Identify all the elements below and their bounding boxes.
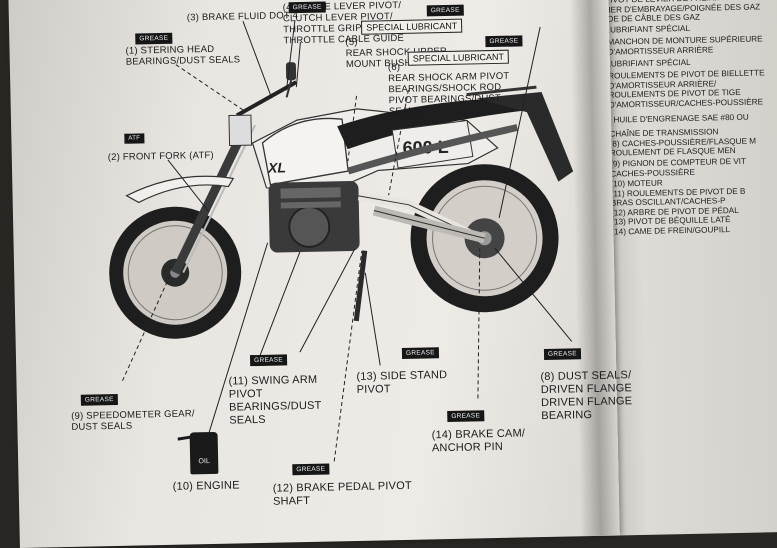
oil-label: OIL (198, 458, 210, 466)
seat (337, 97, 537, 150)
grease-icon: GREASE (292, 463, 330, 476)
oil-can-icon: OIL (177, 431, 219, 475)
special-lubricant-box-5: SPECIAL LUBRICANT (360, 18, 463, 35)
handlebar (235, 80, 298, 118)
caption-brake-cam: (14) BRAKE CAM/ ANCHOR PIN (431, 427, 526, 455)
grease-icon: GREASE (288, 1, 326, 14)
grease-icon: GREASE (485, 35, 523, 48)
caption-rear-shock-arm: (6) REAR SHOCK ARM PIVOT BEARINGS/SHOCK … (387, 61, 510, 118)
headlight-cowl (228, 114, 253, 147)
leader-lines (122, 64, 481, 462)
fuel-tank (261, 117, 349, 186)
caption-speedometer: (9) SPEEDOMETER GEAR/ DUST SEALS (71, 408, 195, 433)
front-fork (171, 121, 252, 275)
caption-engine: (10) ENGINE (172, 479, 240, 493)
caption-side-stand: (13) SIDE STAND PIVOT (356, 369, 448, 396)
side-stand (353, 250, 368, 322)
motorcycle-illustration: 600 L XL (109, 20, 574, 462)
grease-icon: GREASE (249, 354, 288, 367)
mirror (285, 62, 297, 81)
caption-brake-fluid: (3) BRAKE FLUID DOT 4 (186, 10, 299, 24)
caption-swing-arm: (11) SWING ARM PIVOT BEARINGS/DUST SEALS (228, 373, 322, 427)
rear-fender (476, 91, 574, 182)
caption-brake-pedal: (12) BRAKE PEDAL PIVOT SHAFT (272, 479, 412, 508)
grease-icon: GREASE (426, 4, 464, 17)
solid-leader-lines (167, 20, 573, 435)
grease-icon: GREASE (543, 348, 582, 361)
special-lubricant-box-6: SPECIAL LUBRICANT (407, 49, 510, 66)
grease-icon: GREASE (135, 32, 173, 45)
atf-icon: ATF (124, 133, 145, 144)
front-fender (125, 175, 235, 204)
manual-photo: (4) PIVOT DE LEVIER DE FREIN/PIVOT DE LE… (8, 0, 777, 548)
exhaust (347, 124, 519, 175)
grease-icon: GREASE (80, 393, 118, 406)
grease-icon: GREASE (447, 410, 485, 423)
grease-icon: GREASE (401, 347, 439, 359)
caption-front-fork: (2) FRONT FORK (ATF) (107, 149, 214, 164)
caption-steering-head: (1) STERING HEAD BEARINGS/DUST SEALS (125, 43, 241, 68)
tank-text: XL (267, 159, 286, 175)
caption-dust-seals-driven: (8) DUST SEALS/ DRIVEN FLANGE DRIVEN FLA… (540, 369, 633, 423)
